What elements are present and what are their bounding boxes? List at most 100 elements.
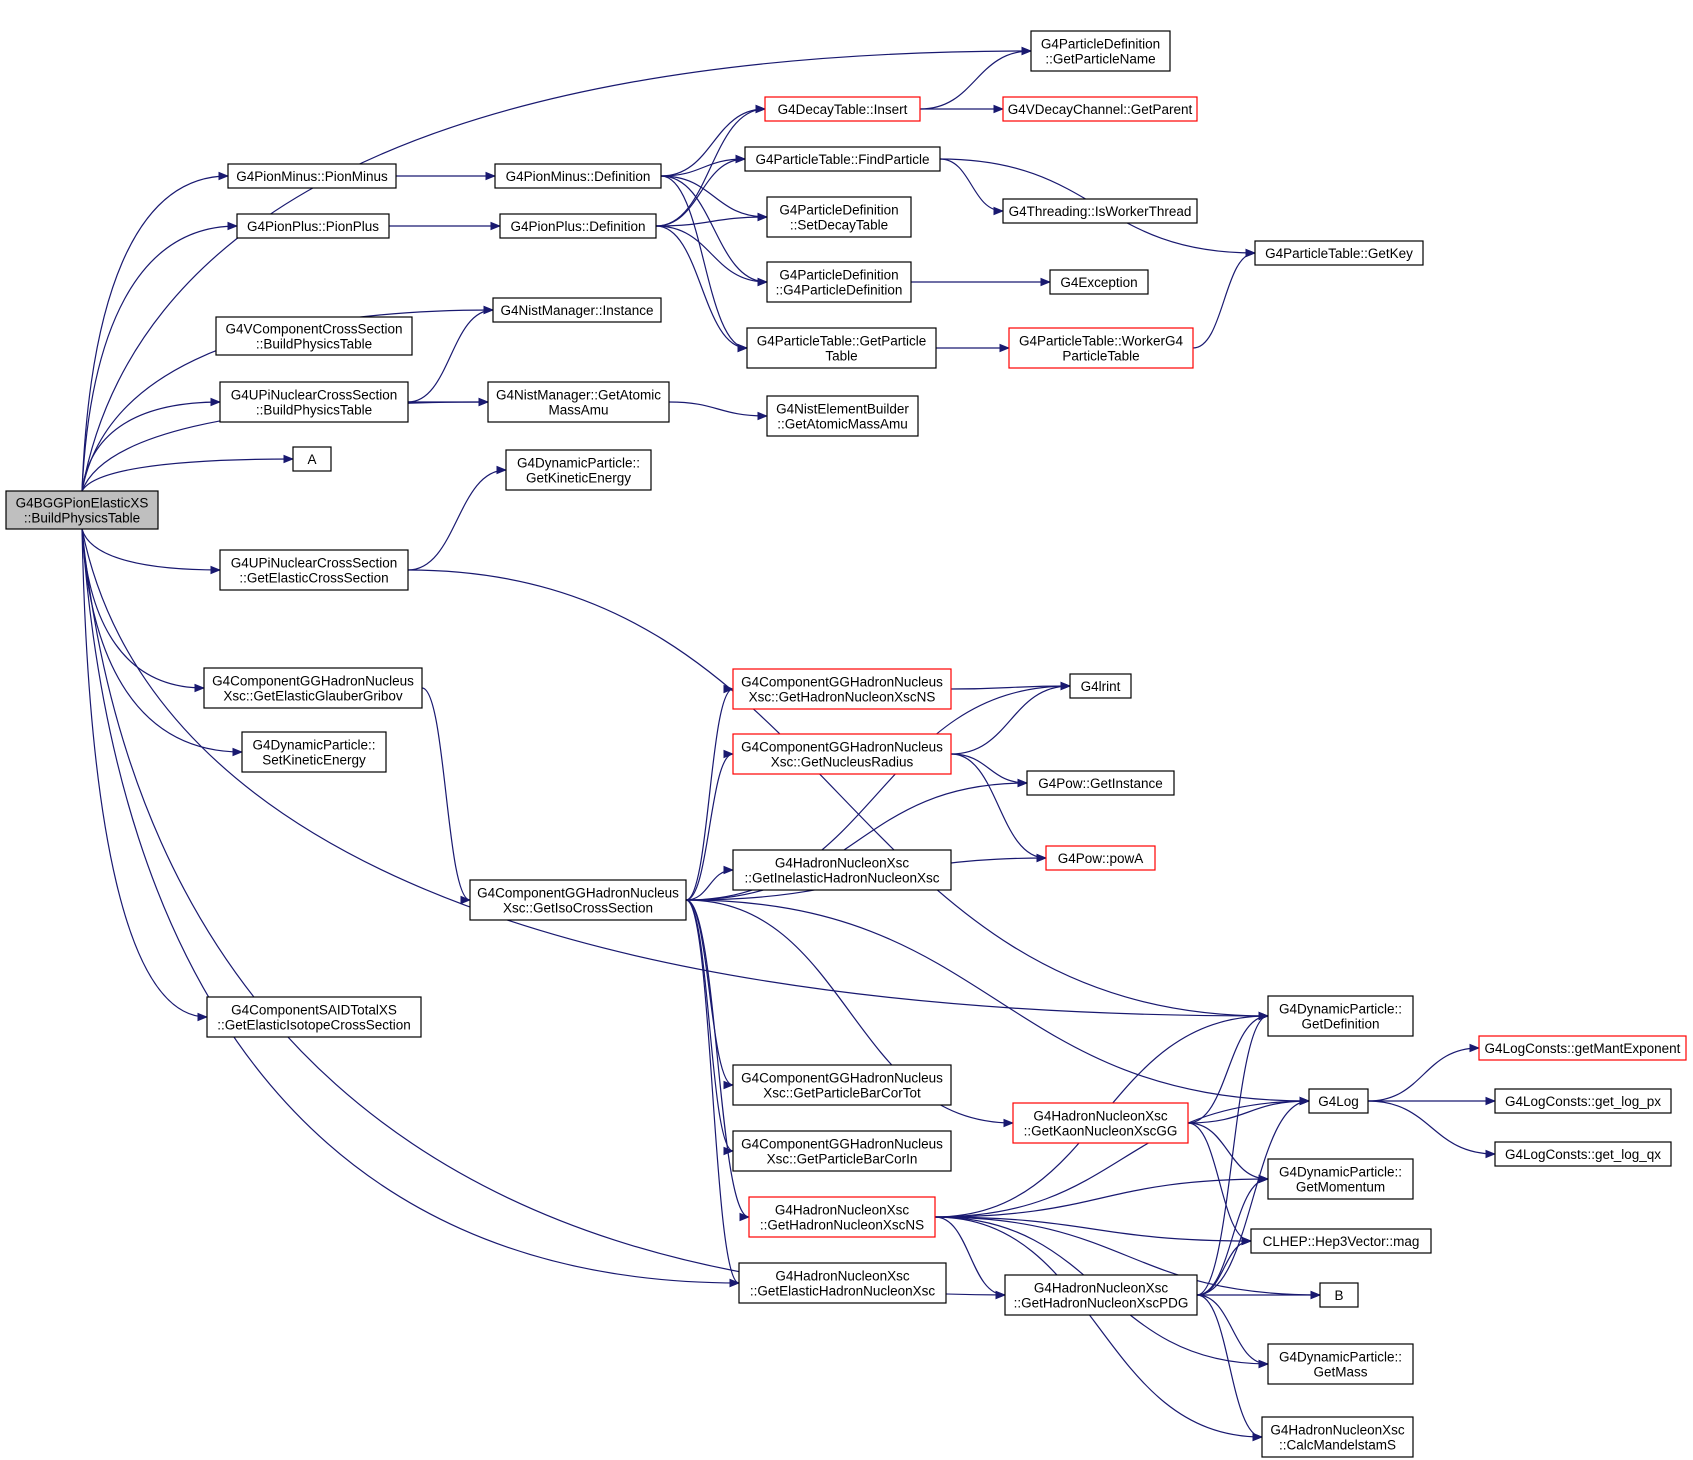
node-pp-def[interactable]: G4PionPlus::Definition bbox=[499, 213, 657, 239]
node-pd-sdt[interactable]: G4ParticleDefinition::SetDecayTable bbox=[766, 196, 912, 238]
node-box bbox=[1004, 1274, 1198, 1316]
node-hnx-ns[interactable]: G4HadronNucleonXsc::GetHadronNucleonXscN… bbox=[748, 1196, 936, 1238]
node-ggh-iso[interactable]: G4ComponentGGHadronNucleusXsc::GetIsoCro… bbox=[469, 879, 687, 921]
edge-ggh-iso-to-ggh-in bbox=[685, 899, 735, 1156]
edge-root-to-nist-inst bbox=[81, 305, 495, 492]
node-label: CLHEP::Hep3Vector::mag bbox=[1263, 1234, 1420, 1249]
node-box bbox=[469, 879, 687, 921]
node-nist-inst[interactable]: G4NistManager::Instance bbox=[492, 297, 662, 323]
node-label: G4DynamicParticle:: bbox=[517, 456, 640, 471]
edge-ggh-rad-to-pow-a bbox=[950, 753, 1048, 863]
node-box bbox=[1069, 673, 1132, 699]
node-label: ::GetAtomicMassAmu bbox=[777, 417, 908, 432]
node-hnx-el[interactable]: G4HadronNucleonXsc::GetElasticHadronNucl… bbox=[738, 1262, 947, 1304]
node-label: ::GetParticleName bbox=[1045, 52, 1155, 67]
node-upi-bpt[interactable]: G4UPiNuclearCrossSection::BuildPhysicsTa… bbox=[219, 381, 409, 423]
node-vdc-gp[interactable]: G4VDecayChannel::GetParent bbox=[1002, 96, 1198, 122]
node-exc[interactable]: G4Exception bbox=[1049, 269, 1149, 295]
node-lrint[interactable]: G4lrint bbox=[1069, 673, 1132, 699]
node-log[interactable]: G4Log bbox=[1308, 1088, 1369, 1114]
node-label: Table bbox=[825, 349, 857, 364]
node-label: G4HadronNucleonXsc bbox=[1034, 1281, 1169, 1296]
node-pow-a[interactable]: G4Pow::powA bbox=[1045, 845, 1156, 871]
node-ggh-in[interactable]: G4ComponentGGHadronNucleusXsc::GetPartic… bbox=[732, 1130, 952, 1172]
node-pp-pp[interactable]: G4PionPlus::PionPlus bbox=[236, 213, 390, 239]
node-dp-gke[interactable]: G4DynamicParticle::GetKineticEnergy bbox=[505, 449, 652, 491]
node-lc-qx[interactable]: G4LogConsts::get_log_qx bbox=[1494, 1141, 1672, 1167]
node-root[interactable]: G4BGGPionElasticXS::BuildPhysicsTable bbox=[5, 490, 159, 530]
node-box bbox=[1319, 1282, 1359, 1308]
node-hnx-inel[interactable]: G4HadronNucleonXsc::GetInelasticHadronNu… bbox=[732, 849, 952, 891]
node-neb-gamu[interactable]: G4NistElementBuilder::GetAtomicMassAmu bbox=[766, 395, 919, 437]
node-label: G4PionMinus::Definition bbox=[506, 169, 651, 184]
node-box bbox=[487, 381, 670, 423]
node-box bbox=[1261, 1416, 1414, 1458]
node-clhep-mag[interactable]: CLHEP::Hep3Vector::mag bbox=[1250, 1228, 1432, 1254]
node-box bbox=[738, 1262, 947, 1304]
node-dp-ske[interactable]: G4DynamicParticle::SetKineticEnergy bbox=[241, 731, 387, 773]
node-A[interactable]: A bbox=[292, 446, 332, 472]
edge-hnx-ns-to-hnx-cms bbox=[934, 1216, 1264, 1442]
node-pt-find[interactable]: G4ParticleTable::FindParticle bbox=[744, 146, 941, 172]
node-lc-px[interactable]: G4LogConsts::get_log_px bbox=[1494, 1088, 1672, 1114]
node-dt-ins[interactable]: G4DecayTable::Insert bbox=[764, 96, 921, 122]
node-B[interactable]: B bbox=[1319, 1282, 1359, 1308]
node-ggh-egg[interactable]: G4ComponentGGHadronNucleusXsc::GetElasti… bbox=[203, 667, 423, 709]
edge-hnx-pdg-to-log bbox=[1196, 1096, 1311, 1296]
node-label: G4HadronNucleonXsc bbox=[1270, 1423, 1405, 1438]
node-box bbox=[203, 667, 423, 709]
node-label: G4LogConsts::get_log_qx bbox=[1505, 1147, 1661, 1162]
node-ggh-nsx[interactable]: G4ComponentGGHadronNucleusXsc::GetHadron… bbox=[732, 668, 952, 710]
node-pm-def[interactable]: G4PionMinus::Definition bbox=[494, 163, 662, 189]
edge-ggh-iso-to-hnx-el bbox=[685, 899, 741, 1288]
edge-ggh-iso-to-hnx-kgg bbox=[685, 899, 1015, 1128]
node-upi-gecs[interactable]: G4UPiNuclearCrossSection::GetElasticCros… bbox=[219, 549, 409, 591]
node-label: ::GetElasticHadronNucleonXsc bbox=[750, 1284, 936, 1299]
node-box bbox=[227, 163, 397, 189]
node-box bbox=[766, 196, 912, 238]
node-dp-gmass[interactable]: G4DynamicParticle::GetMass bbox=[1267, 1343, 1414, 1385]
node-thr[interactable]: G4Threading::IsWorkerThread bbox=[1002, 198, 1198, 224]
node-pm-pm[interactable]: G4PionMinus::PionMinus bbox=[227, 163, 397, 189]
node-pd-gpn[interactable]: G4ParticleDefinition::GetParticleName bbox=[1030, 30, 1171, 72]
edge-pt-find-to-thr bbox=[939, 158, 1005, 216]
node-box bbox=[1049, 269, 1149, 295]
node-hnx-cms[interactable]: G4HadronNucleonXsc::CalcMandelstamS bbox=[1261, 1416, 1414, 1458]
edge-pt-wg4-to-pt-key bbox=[1192, 248, 1257, 349]
node-box bbox=[1254, 240, 1424, 266]
node-vcomp[interactable]: G4VComponentCrossSection::BuildPhysicsTa… bbox=[215, 316, 413, 356]
node-pt-key[interactable]: G4ParticleTable::GetKey bbox=[1254, 240, 1424, 266]
node-box bbox=[499, 213, 657, 239]
edge-hnx-kgg-to-dp-gdef bbox=[1187, 1011, 1270, 1124]
node-said[interactable]: G4ComponentSAIDTotalXS::GetElasticIsotop… bbox=[206, 996, 422, 1038]
node-dp-gmom[interactable]: G4DynamicParticle::GetMomentum bbox=[1267, 1158, 1414, 1200]
node-label: Xsc::GetHadronNucleonXscNS bbox=[749, 690, 936, 705]
node-dp-gdef[interactable]: G4DynamicParticle::GetDefinition bbox=[1267, 995, 1414, 1037]
node-hnx-pdg[interactable]: G4HadronNucleonXsc::GetHadronNucleonXscP… bbox=[1004, 1274, 1198, 1316]
edge-pp-def-to-pt-find bbox=[655, 154, 747, 227]
node-hnx-kgg[interactable]: G4HadronNucleonXsc::GetKaonNucleonXscGG bbox=[1012, 1102, 1189, 1144]
node-box bbox=[219, 549, 409, 591]
node-label: G4DynamicParticle:: bbox=[1279, 1165, 1402, 1180]
edge-ggh-iso-to-ggh-rad bbox=[685, 749, 735, 901]
node-pow-gi[interactable]: G4Pow::GetInstance bbox=[1026, 770, 1175, 796]
node-label: G4NistManager::Instance bbox=[500, 303, 653, 318]
node-label: G4ComponentGGHadronNucleus bbox=[477, 886, 679, 901]
edge-upi-gecs-to-dp-gdef bbox=[407, 569, 1270, 1021]
node-ggh-rad[interactable]: G4ComponentGGHadronNucleusXsc::GetNucleu… bbox=[732, 733, 952, 775]
node-box bbox=[1250, 1228, 1432, 1254]
node-pd-ctor[interactable]: G4ParticleDefinition::G4ParticleDefiniti… bbox=[766, 261, 912, 303]
node-label: ::SetDecayTable bbox=[790, 218, 888, 233]
node-label: Xsc::GetParticleBarCorTot bbox=[763, 1086, 921, 1101]
node-label: G4NistManager::GetAtomic bbox=[496, 388, 661, 403]
node-ggh-tot[interactable]: G4ComponentGGHadronNucleusXsc::GetPartic… bbox=[732, 1064, 952, 1106]
node-label: G4HadronNucleonXsc bbox=[1033, 1109, 1168, 1124]
node-label: G4ParticleDefinition bbox=[779, 268, 898, 283]
node-lc-gme[interactable]: G4LogConsts::getMantExponent bbox=[1478, 1035, 1687, 1061]
node-nist-gamu[interactable]: G4NistManager::GetAtomicMassAmu bbox=[487, 381, 670, 423]
edge-root-to-upi-bpt bbox=[81, 397, 222, 492]
node-label: G4UPiNuclearCrossSection bbox=[231, 556, 398, 571]
